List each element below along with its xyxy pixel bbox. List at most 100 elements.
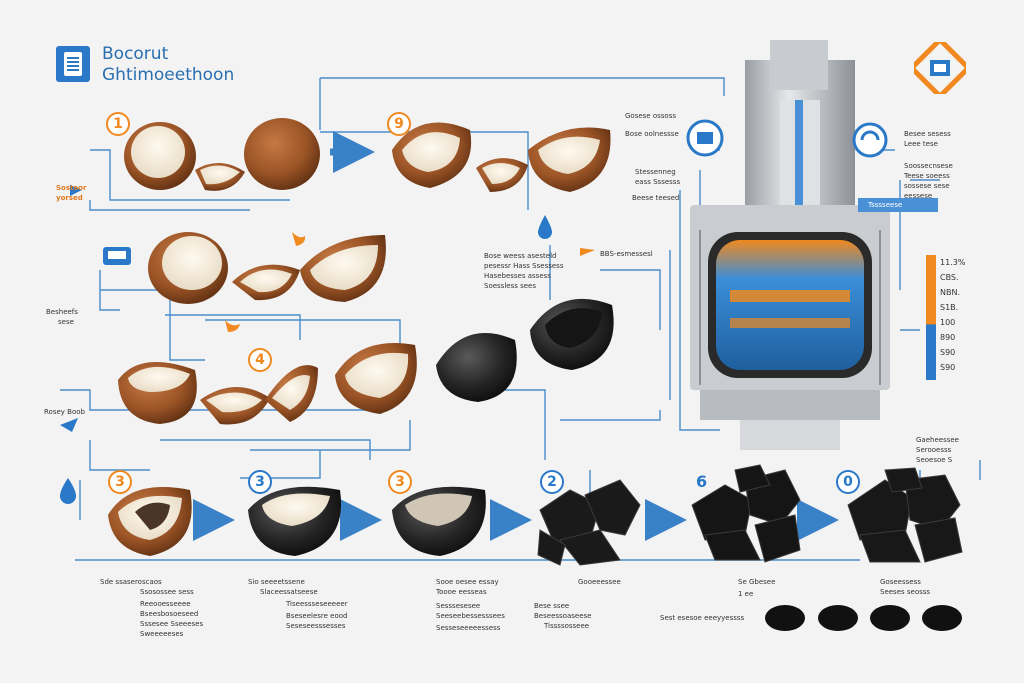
carbonization-kiln	[690, 40, 890, 450]
label-right-c: Tsssseese	[868, 201, 903, 209]
gauge-right	[852, 122, 888, 158]
label-bottom2-2: Slaceessatseese	[260, 588, 318, 596]
scale-label: S90	[940, 348, 956, 357]
label-right-b6: eessese	[904, 192, 933, 200]
step-number-2: 2	[540, 470, 564, 494]
scale-label: CBS.	[940, 273, 959, 282]
label-bottom3-2: Toooe eesseas	[436, 588, 487, 596]
title-line-1: Bocorut	[102, 44, 169, 64]
label-mid-a2: pesessr Hass Ssessess	[484, 262, 564, 270]
label-left-b2: sese	[58, 318, 74, 326]
label-bottom2-4: Bseseelesre eood	[286, 612, 348, 620]
step-number-3a: 3	[108, 470, 132, 494]
page-title: Bocorut Ghtimoeethoon	[102, 44, 234, 86]
label-bottom2-3: Tiseessseseeeeer	[286, 600, 348, 608]
gauge-left	[686, 119, 724, 157]
coconut-darkened	[248, 486, 342, 556]
label-bottom5-3: Sest esesoe eeeyyessss	[660, 614, 745, 622]
label-right-a5: Beese teesed	[632, 194, 680, 202]
title-line-2: Ghtimoeethoon	[102, 65, 235, 85]
brand-logo-icon	[914, 42, 966, 94]
charcoal-pile-2	[691, 464, 801, 563]
label-bottom6-1: Goseessess	[880, 578, 921, 586]
label-mid-a3: Hasebesses assess	[484, 272, 551, 280]
label-bottom1-2: Ssosossee sess	[140, 588, 194, 596]
step-number-9: 9	[387, 112, 411, 136]
coconut-half-2	[392, 122, 472, 188]
label-mid-a1: Bose weess asesteld	[484, 252, 557, 260]
label-bottom4-4: Tissssosseee	[544, 622, 590, 630]
coconut-chunk-1	[195, 162, 245, 191]
label-right-b1: Besee sesess	[904, 130, 951, 138]
label-bottom4-2: Bese ssee	[534, 602, 570, 610]
label-right-a3: Stessenneg	[635, 168, 676, 176]
coconut-half-3	[528, 127, 611, 192]
label-mid-b: BBS-esmessesl	[600, 250, 653, 258]
charcoal-briquettes	[765, 605, 962, 631]
label-left-a2: yorsed	[56, 194, 83, 202]
coconut-half-4	[148, 232, 228, 304]
charred-coconut-2	[530, 298, 614, 370]
coconut-charring	[392, 486, 486, 556]
kiln-label-bar	[858, 198, 938, 212]
coconut-piece-6	[200, 365, 318, 425]
step-number-4: 4	[248, 348, 272, 372]
step-number-3b: 3	[248, 470, 272, 494]
charred-coconut-1	[436, 332, 517, 402]
label-bottom1-5: Sssesee Sseeeses	[140, 620, 204, 628]
label-bottom1-6: Sweeeeeses	[140, 630, 184, 638]
scale-label: NBN.	[940, 288, 960, 297]
charcoal-pile-3	[847, 467, 963, 563]
scale-label: 890	[940, 333, 956, 342]
label-right-b2: Leee tese	[904, 140, 938, 148]
whole-coconut	[244, 118, 320, 190]
label-right-a1: Gosese ossoss	[625, 112, 676, 120]
scale-label: 11.3%	[940, 258, 966, 267]
label-right-d3: Seoesoe S	[916, 456, 953, 464]
drop-icon	[60, 215, 552, 504]
coconut-half-7	[335, 343, 417, 414]
label-right-b5: sossese sese	[904, 182, 950, 190]
flow-arrows	[193, 131, 839, 541]
label-bottom5-2: 1 ee	[738, 590, 754, 598]
step-number-6: 6	[696, 472, 708, 491]
scale-label: S90	[940, 363, 956, 372]
scale-label: 100	[940, 318, 956, 327]
coconut-half-bottom	[108, 487, 192, 556]
label-left-a: Sostoor	[56, 184, 87, 192]
label-bottom3-5: Sesseseeeeessess	[436, 624, 501, 632]
coconut-half-5	[300, 235, 386, 302]
blue-marker-icon	[60, 185, 82, 432]
coconut-chunk-2	[476, 158, 528, 192]
label-right-a2: Bose oolnessse	[625, 130, 679, 138]
label-bottom3-1: Sooe oesee essay	[436, 578, 499, 586]
step-number-1: 1	[106, 112, 130, 136]
coconut-piece-4	[232, 264, 300, 301]
coconut-half-1	[124, 122, 196, 190]
label-bottom2-5: Seseseesssesses	[286, 622, 346, 630]
label-bottom3-3: Sesssesesee	[436, 602, 481, 610]
flame-icon	[225, 232, 595, 332]
step-number-3c: 3	[388, 470, 412, 494]
label-bottom1-4: Bseesbosoeseed	[140, 610, 199, 618]
temperature-scale	[926, 255, 936, 380]
label-right-d2: Serooesss	[916, 446, 952, 454]
step-number-0: 0	[836, 470, 860, 494]
scale-label: S1B.	[940, 303, 959, 312]
label-bottom6-2: Seeses seosss	[880, 588, 931, 596]
document-icon	[56, 46, 90, 82]
label-left-c: Rosey Boob	[44, 408, 85, 416]
label-left-b: Besheefs	[46, 308, 78, 316]
label-right-a4: eass Sssesss	[635, 178, 681, 186]
label-right-b4: Teese soeess	[904, 172, 950, 180]
machine-icon	[103, 247, 131, 265]
label-mid-a4: Soessless sees	[484, 282, 537, 290]
charcoal-pile-1	[537, 479, 641, 566]
label-bottom1-3: Reeooesseeee	[140, 600, 191, 608]
label-bottom2-1: Sio seeeetssene	[248, 578, 305, 586]
label-right-b3: Soossecnsese	[904, 162, 953, 170]
label-bottom4-1: Gooeeessee	[578, 578, 621, 586]
label-bottom5-1: Se Gbesee	[738, 578, 776, 586]
